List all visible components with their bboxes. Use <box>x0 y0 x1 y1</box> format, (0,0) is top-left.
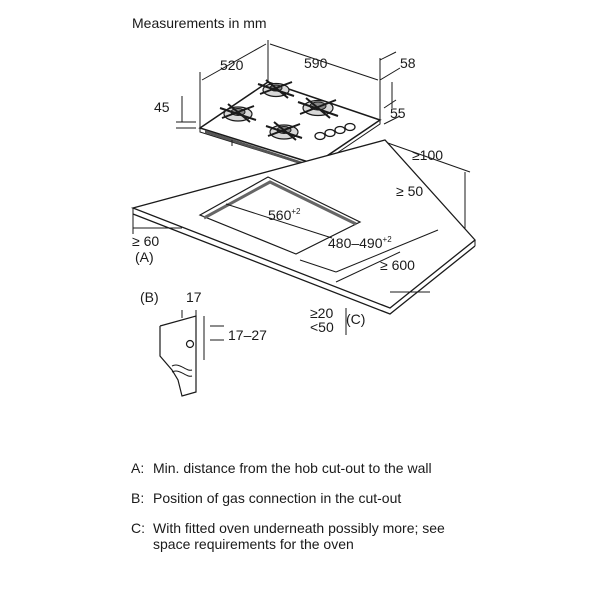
dim-top-offset: 58 <box>400 55 416 71</box>
note-key: B: <box>131 490 145 506</box>
dim-wall-distance: ≥ 60 <box>132 233 159 249</box>
marker-c: (C) <box>346 311 365 327</box>
dim-cutout-width: 560+2 <box>268 207 301 223</box>
control-knobs <box>314 122 356 141</box>
note-text: With fitted oven underneath possibly mor… <box>153 520 445 552</box>
dim-gas-offset: 17 <box>186 289 202 305</box>
note-a: A: Min. distance from the hob cut-out to… <box>131 460 451 476</box>
dim-width: 590 <box>304 55 328 71</box>
note-key: A: <box>131 460 145 476</box>
note-c: C: With fitted oven underneath possibly … <box>131 520 451 552</box>
dim-gas-depth: 17–27 <box>228 327 267 343</box>
dim-side-clearance: ≥ 50 <box>396 183 423 199</box>
note-b: B: Position of gas connection in the cut… <box>131 490 451 506</box>
dim-height-total: 45 <box>154 99 170 115</box>
burner-rear-left <box>219 103 257 123</box>
note-text: Min. distance from the hob cut-out to th… <box>153 460 432 476</box>
legend-notes: A: Min. distance from the hob cut-out to… <box>131 460 451 566</box>
burner-rear-right <box>257 79 295 99</box>
marker-a: (A) <box>135 249 154 265</box>
dim-worktop-depth: ≥ 600 <box>380 257 415 273</box>
hob-installation-drawing: Measurements in mm 520 590 58 45 55 ≥100… <box>130 15 476 397</box>
dim-gap-min: ≥20 <box>310 305 333 321</box>
burner-front-right <box>297 97 339 119</box>
dim-cutout-depth: 480–490+2 <box>328 235 392 251</box>
marker-b: (B) <box>140 289 159 305</box>
note-key: C: <box>131 520 145 536</box>
dim-gap-max: <50 <box>310 319 334 335</box>
dim-rear-clearance: ≥100 <box>412 147 443 163</box>
gas-connection-detail <box>159 310 224 397</box>
cutout-opening <box>198 176 362 255</box>
dim-depth: 520 <box>220 57 244 73</box>
burner-front-left <box>265 121 303 141</box>
diagram-title: Measurements in mm <box>132 15 267 31</box>
note-text: Position of gas connection in the cut-ou… <box>153 490 402 506</box>
dim-height-body: 55 <box>390 105 406 121</box>
